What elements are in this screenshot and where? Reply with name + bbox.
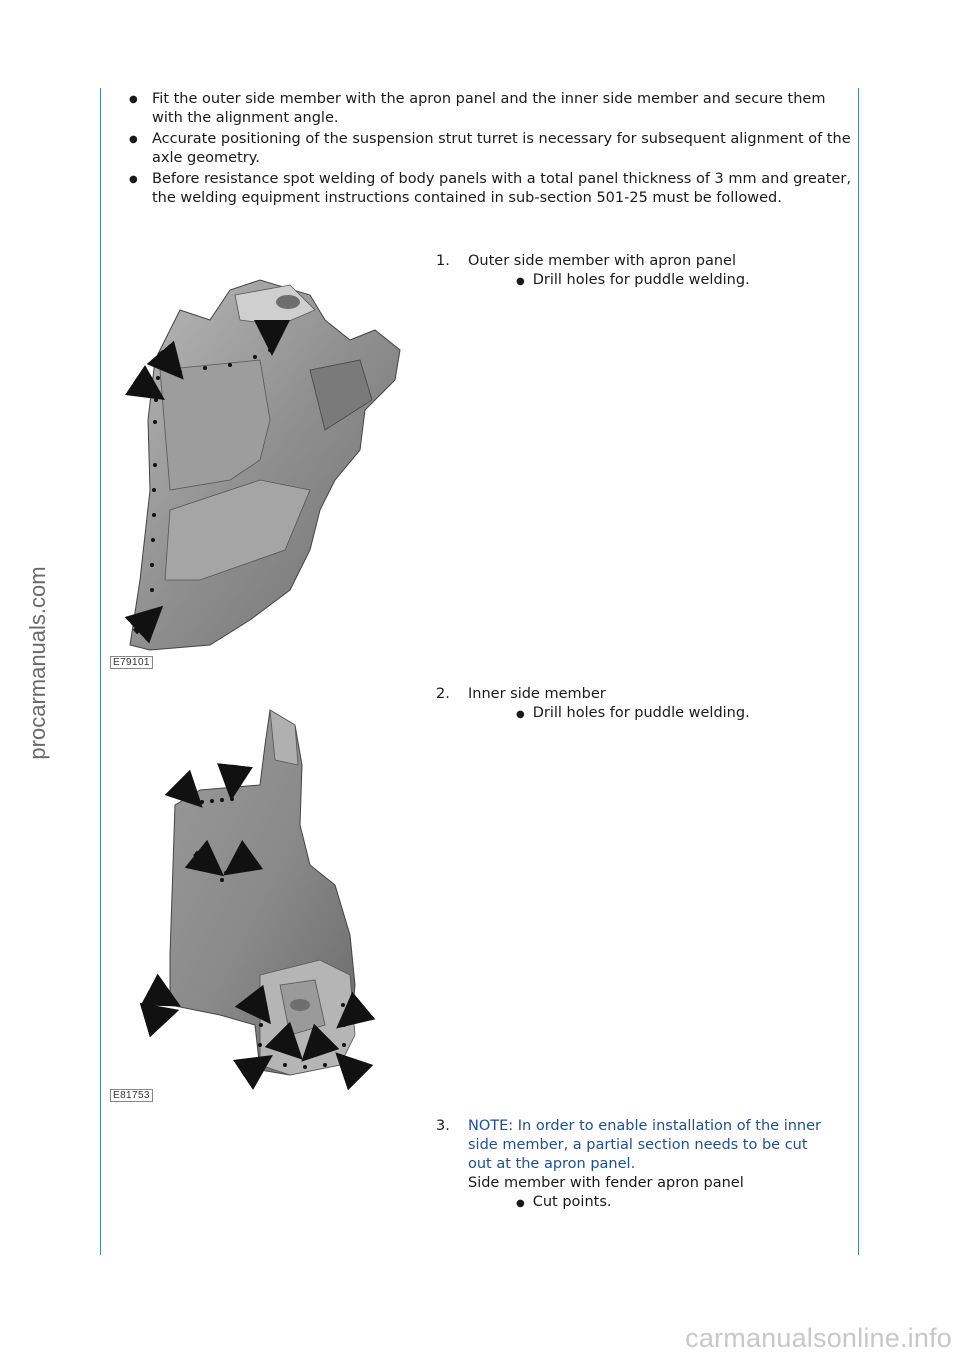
step-number: 2. — [436, 686, 450, 702]
step-2: 2. Inner side member ●Drill holes for pu… — [436, 685, 846, 724]
step-title: Side member with fender apron panel — [468, 1175, 744, 1191]
figure-id-label: E81753 — [110, 1089, 153, 1102]
step-bullet: ●Cut points. — [516, 1194, 612, 1210]
step-3: 3. NOTE: In order to enable installation… — [436, 1117, 826, 1213]
side-watermark: procarmanuals.com — [25, 566, 50, 760]
step-title: Outer side member with apron panel — [468, 253, 736, 269]
intro-bullet: Fit the outer side member with the apron… — [112, 90, 854, 128]
outer-side-member-illustration — [124, 279, 401, 651]
step-title: Inner side member — [468, 686, 606, 702]
step-bullet: ●Drill holes for puddle welding. — [516, 272, 750, 288]
step-bullet: ●Drill holes for puddle welding. — [516, 705, 750, 721]
left-border-rule — [100, 88, 101, 1255]
step-number: 3. — [436, 1118, 450, 1134]
step-note: NOTE: In order to enable installation of… — [468, 1118, 821, 1172]
step-1: 1. Outer side member with apron panel ●D… — [436, 252, 846, 291]
figure-outer-side-member: E79101 — [110, 250, 410, 680]
intro-bullet: Before resistance spot welding of body p… — [112, 170, 854, 208]
intro-bullet-list: Fit the outer side member with the apron… — [112, 90, 854, 210]
right-border-rule — [858, 88, 859, 1255]
figure-id-label: E79101 — [110, 656, 153, 669]
intro-bullet: Accurate positioning of the suspension s… — [112, 130, 854, 168]
figure-inner-side-member: E81753 — [110, 705, 410, 1105]
bottom-watermark: carmanualsonline.info — [685, 1323, 952, 1353]
inner-side-member-illustration — [139, 709, 376, 1091]
step-number: 1. — [436, 253, 450, 269]
